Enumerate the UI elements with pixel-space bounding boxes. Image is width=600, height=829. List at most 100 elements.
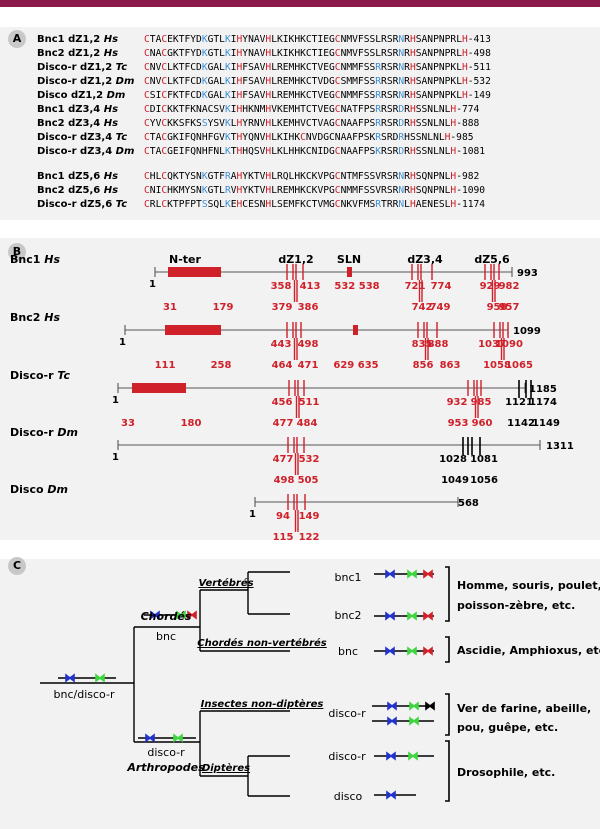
- panel-c: C bnc/disco-r C: [0, 557, 600, 829]
- sequence-text: CYVCKKSFKSSYSVKLHYRNVHLKEMHVCTVAGCNAAFPS…: [144, 118, 480, 129]
- residue-label: 1081: [470, 454, 498, 465]
- gene-structure: [144, 610, 197, 620]
- protein-end-label: 1185: [529, 384, 557, 395]
- residue-label: 863: [440, 360, 461, 371]
- sequence-label: Bnc2 dZ3,4 Hs: [37, 117, 118, 131]
- domain-marker-icon: [423, 611, 433, 621]
- sequence-label: Disco-r dZ3,4 Tc: [37, 131, 127, 145]
- protein-name: Disco Dm: [10, 483, 68, 496]
- protein-start-label: 1: [119, 337, 126, 348]
- residue-label: 1174: [529, 397, 557, 408]
- residue-label: 1090: [495, 339, 523, 350]
- residue-label: 379: [272, 302, 293, 313]
- gene-structure: [372, 716, 434, 726]
- domain-marker-icon: [386, 790, 396, 800]
- sequence-end-position: -511: [467, 62, 491, 73]
- group-3-line-2: pou, guêpe, etc.: [457, 721, 558, 734]
- residue-label: 1037: [478, 339, 506, 350]
- protein-end-label: 1099: [513, 326, 541, 337]
- gene-structure: [372, 701, 435, 711]
- sequence-end-position: -985: [450, 132, 474, 143]
- sequence-name: Disco-r dZ3,4: [37, 146, 116, 157]
- n-terminal-domain: [168, 267, 221, 277]
- residue-label: 498: [274, 475, 295, 486]
- sequence-end-position: -532: [467, 76, 491, 87]
- residue-label: 477: [273, 454, 294, 465]
- residue-label: 1142: [507, 418, 535, 429]
- residue-label: 749: [430, 302, 451, 313]
- group-brackets: [445, 566, 450, 802]
- sequence-text: CNVCLKTFCDKGALKIHFSAVHLREMHKCTVEGCNMMFSS…: [144, 62, 491, 73]
- species-abbrev: Hs: [103, 171, 119, 182]
- sequence-name: Bnc2 dZ3,4: [37, 118, 104, 129]
- residue-label: 1028: [439, 454, 467, 465]
- domain-marker-icon: [386, 751, 396, 761]
- gene-structure: [374, 569, 434, 579]
- gene-structure: [374, 646, 434, 656]
- sequence-name: Bnc1 dZ3,4: [37, 104, 104, 115]
- domain-marker-icon: [145, 733, 155, 743]
- protein-start-label: 1: [249, 509, 256, 520]
- sequence-text: CHLCQKTYSNKGTFRAHYKTVHLRQLHKCKVPGCNTMFSS…: [144, 171, 480, 182]
- residue-label: 1056: [470, 475, 498, 486]
- header-sln: SLN: [337, 253, 361, 266]
- species-abbrev: Hs: [103, 118, 119, 129]
- protein-start-label: 1: [112, 452, 119, 463]
- residue-label: 443: [271, 339, 292, 350]
- sequence-name: Bnc1 dZ1,2: [37, 34, 104, 45]
- residue-label: 835: [412, 339, 433, 350]
- residue-label: 149: [299, 511, 320, 522]
- root-label: bnc/disco-r: [54, 688, 115, 701]
- sequence-text: CRLCKTPFPTSSQLKEHCESNHLSEMFKCTVMGCNKVFMS…: [144, 199, 486, 210]
- vertebres-label: Vertébrés: [198, 577, 253, 589]
- domain-marker-icon: [387, 701, 397, 711]
- residue-label: 742: [412, 302, 433, 313]
- gene-structure: [374, 790, 416, 800]
- gene-structure: [374, 611, 434, 621]
- sequence-text: CNACGKTFYDKGTLKIHYNAVHLKIKHKCTIEGCNMVFSS…: [144, 48, 491, 59]
- sequence-label: Bnc2 dZ1,2 Hs: [37, 47, 118, 61]
- sequence-name: Disco-r dZ3,4: [37, 132, 116, 143]
- residue-label: 856: [413, 360, 434, 371]
- protein-name-text: Bnc1: [10, 253, 44, 266]
- group-3-line-1: Ver de farine, abeille,: [457, 702, 591, 715]
- sequence-end-position: -413: [467, 34, 491, 45]
- sequence-row: Bnc2 dZ3,4 Hs CYVCKKSFKSSYSVKLHYRNVHLKEMH…: [0, 117, 600, 131]
- sequence-label: Disco dZ1,2 Dm: [37, 89, 125, 103]
- domain-marker-icon: [407, 569, 417, 579]
- sequence-name: Disco-r dZ5,6: [37, 199, 116, 210]
- residue-label: 122: [299, 532, 320, 540]
- gene-structure: [374, 751, 434, 761]
- domain-marker-icon: [187, 610, 197, 620]
- n-terminal-domain: [132, 383, 186, 393]
- domain-marker-icon: [150, 610, 160, 620]
- leaf-disco: disco: [334, 790, 363, 803]
- residue-label: 471: [298, 360, 319, 371]
- protein-species: Dm: [57, 426, 78, 439]
- sequence-label: Disco-r dZ1,2 Dm: [37, 75, 134, 89]
- header-dz34: dZ3,4: [407, 253, 443, 266]
- group-2-line-1: Ascidie, Amphioxus, etc.: [457, 644, 600, 657]
- sequence-text: CTACGEIFQNHFNLKTHHQSVHLKLHHKCNIDGCNAAFPS…: [144, 146, 486, 157]
- leaf-disco-r-dm: disco-r: [328, 750, 366, 763]
- protein-name: Disco-r Tc: [10, 369, 70, 382]
- residue-label: 484: [297, 418, 318, 429]
- panel-c-badge: C: [8, 557, 26, 575]
- domain-marker-icon: [407, 646, 417, 656]
- domain-marker-icon: [176, 610, 186, 620]
- residue-label: 456: [272, 397, 293, 408]
- domain-marker-icon: [173, 733, 183, 743]
- sequence-text: CDICKKTFKNACSVKIHHKNMHVKEMHTCTVEGCNATFPS…: [144, 104, 480, 115]
- domain-marker-icon: [425, 701, 435, 711]
- leaf-bnc1: bnc1: [334, 571, 361, 584]
- residue-label: 1149: [532, 418, 560, 429]
- residue-label: 115: [273, 532, 294, 540]
- protein-name-text: Disco-r: [10, 426, 57, 439]
- leaf-disco-r-tc: disco-r: [328, 707, 366, 720]
- leaf-bnc2: bnc2: [334, 609, 361, 622]
